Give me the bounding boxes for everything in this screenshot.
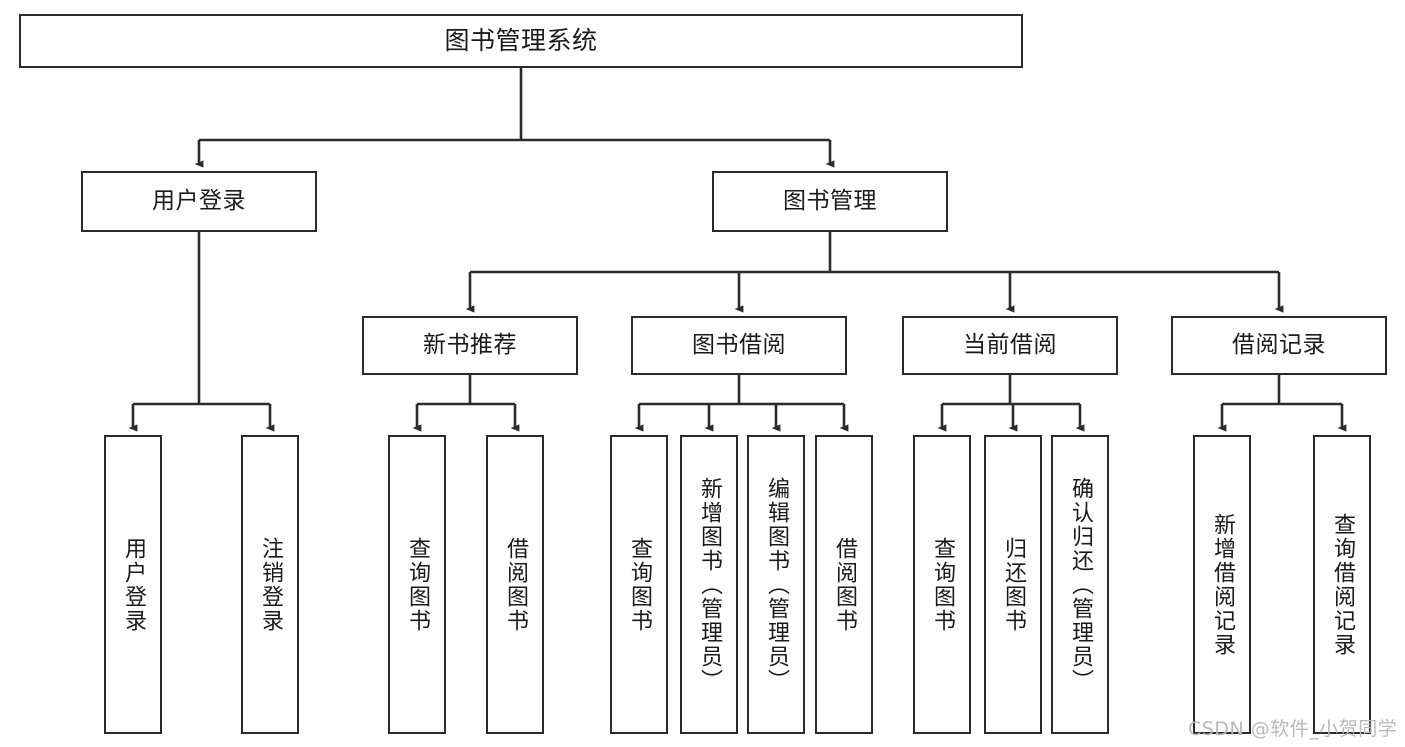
node-leaf-borrow-book-2[interactable]: 借阅图书 [815,435,873,734]
node-leaf-add-book-admin-label: 新增图书（管理员） [696,476,722,693]
node-borrow-record-label: 借阅记录 [1232,331,1326,358]
node-leaf-borrow-book-1[interactable]: 借阅图书 [486,435,544,734]
node-new-book-recommend[interactable]: 新书推荐 [362,316,578,375]
node-leaf-add-book-admin[interactable]: 新增图书（管理员） [680,435,738,734]
node-leaf-return-book[interactable]: 归还图书 [984,435,1042,734]
node-leaf-edit-book-admin[interactable]: 编辑图书（管理员） [747,435,805,734]
node-leaf-query-borrow-record-label: 查询借阅记录 [1329,512,1355,657]
node-current-borrow[interactable]: 当前借阅 [902,316,1118,375]
node-leaf-borrow-book-2-label: 借阅图书 [831,536,857,633]
node-leaf-logout-login[interactable]: 注销登录 [241,435,299,734]
node-leaf-query-book-1-label: 查询图书 [404,536,430,633]
node-leaf-query-book-2-label: 查询图书 [626,536,652,633]
node-leaf-query-book-3-label: 查询图书 [929,536,955,633]
node-leaf-user-login-label: 用户登录 [120,536,146,633]
node-new-book-recommend-label: 新书推荐 [423,331,517,358]
node-book-borrow[interactable]: 图书借阅 [631,316,847,375]
node-leaf-confirm-return-admin-label: 确认归还（管理员） [1067,476,1093,693]
node-leaf-add-borrow-record[interactable]: 新增借阅记录 [1193,435,1251,734]
node-leaf-logout-login-label: 注销登录 [257,536,283,633]
node-book-manage[interactable]: 图书管理 [712,171,948,232]
node-borrow-record[interactable]: 借阅记录 [1171,316,1387,375]
node-leaf-query-book-3[interactable]: 查询图书 [913,435,971,734]
node-current-borrow-label: 当前借阅 [963,331,1057,358]
node-root-system[interactable]: 图书管理系统 [19,14,1023,68]
node-leaf-add-borrow-record-label: 新增借阅记录 [1209,512,1235,657]
node-leaf-query-book-2[interactable]: 查询图书 [610,435,668,734]
watermark-text: CSDN @软件_小贺同学 [1188,718,1398,740]
node-leaf-confirm-return-admin[interactable]: 确认归还（管理员） [1051,435,1109,734]
node-user-login[interactable]: 用户登录 [81,171,317,232]
node-book-borrow-label: 图书借阅 [692,331,786,358]
node-leaf-user-login[interactable]: 用户登录 [104,435,162,734]
node-leaf-return-book-label: 归还图书 [1000,536,1026,633]
node-user-login-label: 用户登录 [152,187,246,214]
node-book-manage-label: 图书管理 [783,187,877,214]
node-leaf-borrow-book-1-label: 借阅图书 [502,536,528,633]
node-leaf-edit-book-admin-label: 编辑图书（管理员） [763,476,789,693]
node-leaf-query-borrow-record[interactable]: 查询借阅记录 [1313,435,1371,734]
node-leaf-query-book-1[interactable]: 查询图书 [388,435,446,734]
node-root-system-label: 图书管理系统 [444,26,598,55]
